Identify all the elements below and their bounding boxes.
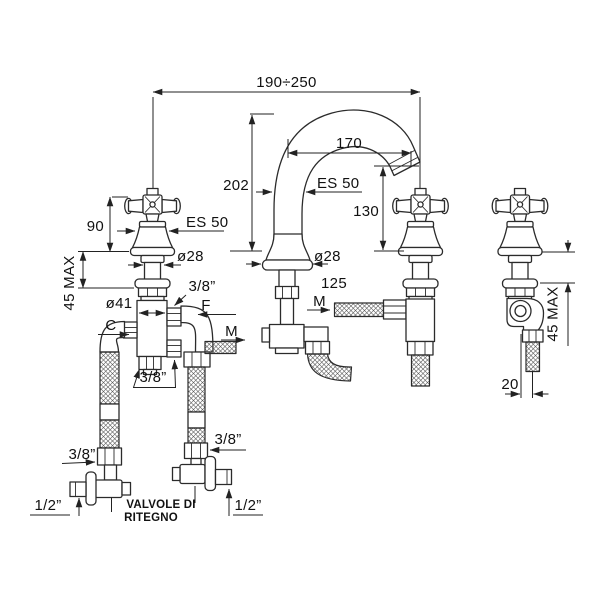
label-mix-center: M xyxy=(313,293,326,310)
label-mix-left: M xyxy=(225,323,238,340)
dim-12-right: 1/2” xyxy=(234,497,261,514)
dim-dia41: ø41 xyxy=(106,295,133,312)
dim-spout-height: 202 xyxy=(223,177,249,194)
mix-hose xyxy=(333,302,385,318)
side-hose-nut xyxy=(521,329,544,343)
spout-tee-body xyxy=(261,323,331,355)
dim-38-hose-left: 3/8” xyxy=(68,446,95,463)
right-valve-body xyxy=(382,298,436,356)
spout-flare xyxy=(265,233,311,261)
hot-inlet-hose xyxy=(96,320,126,481)
dim-outlet-height: 130 xyxy=(353,203,379,220)
dim-38-hose-right: 3/8” xyxy=(214,431,241,448)
right-check-valve xyxy=(171,455,233,492)
dim-125: 125 xyxy=(321,275,347,292)
dim-20: 20 xyxy=(501,376,518,393)
dim-38-bottom: 3/8” xyxy=(139,369,166,386)
dim-es50-handle: ES 50 xyxy=(186,214,228,231)
side-cross-handle xyxy=(491,187,549,302)
dim-spread: 190÷250 xyxy=(256,74,316,91)
dim-handle-height: 90 xyxy=(87,218,104,235)
dim-38-top: 3/8” xyxy=(188,278,215,295)
label-check-valves-1: VALVOLE DI xyxy=(126,499,195,511)
spout-assembly xyxy=(261,109,421,382)
dim-45max-right: 45 MAX xyxy=(545,286,562,341)
side-elbow-cap-inner xyxy=(514,304,527,318)
dim-dia28-spout: ø28 xyxy=(314,248,341,265)
cold-crossover-hose xyxy=(180,305,214,468)
dim-es50-spout: ES 50 xyxy=(317,175,359,192)
label-check-valves-2: RITEGNO xyxy=(124,512,178,524)
left-check-valve xyxy=(69,471,132,506)
spout-gooseneck xyxy=(273,109,421,253)
label-cold: F xyxy=(201,297,210,314)
label-hot: C xyxy=(105,317,116,334)
dim-dia28-handle: ø28 xyxy=(177,248,204,265)
spout-feed-hose xyxy=(306,353,353,382)
dim-12-left: 1/2” xyxy=(34,497,61,514)
dim-reach: 170 xyxy=(336,135,362,152)
dimensions: 190÷250 202 170 ES 50 130 ø28 125 M ES 5… xyxy=(30,74,575,524)
right-valve-assembly xyxy=(333,187,449,387)
left-valve-assembly xyxy=(69,187,237,506)
right-supply-hose xyxy=(410,354,431,387)
dim-45max-left: 45 MAX xyxy=(61,255,78,310)
side-supply-hose xyxy=(525,341,541,373)
mix-outlet-hose-stub xyxy=(204,340,237,355)
spout-flange xyxy=(261,259,314,271)
spout-shank xyxy=(274,269,300,326)
left-cross-handle xyxy=(124,187,181,302)
right-cross-handle xyxy=(392,187,449,302)
side-view-assembly xyxy=(491,187,549,373)
